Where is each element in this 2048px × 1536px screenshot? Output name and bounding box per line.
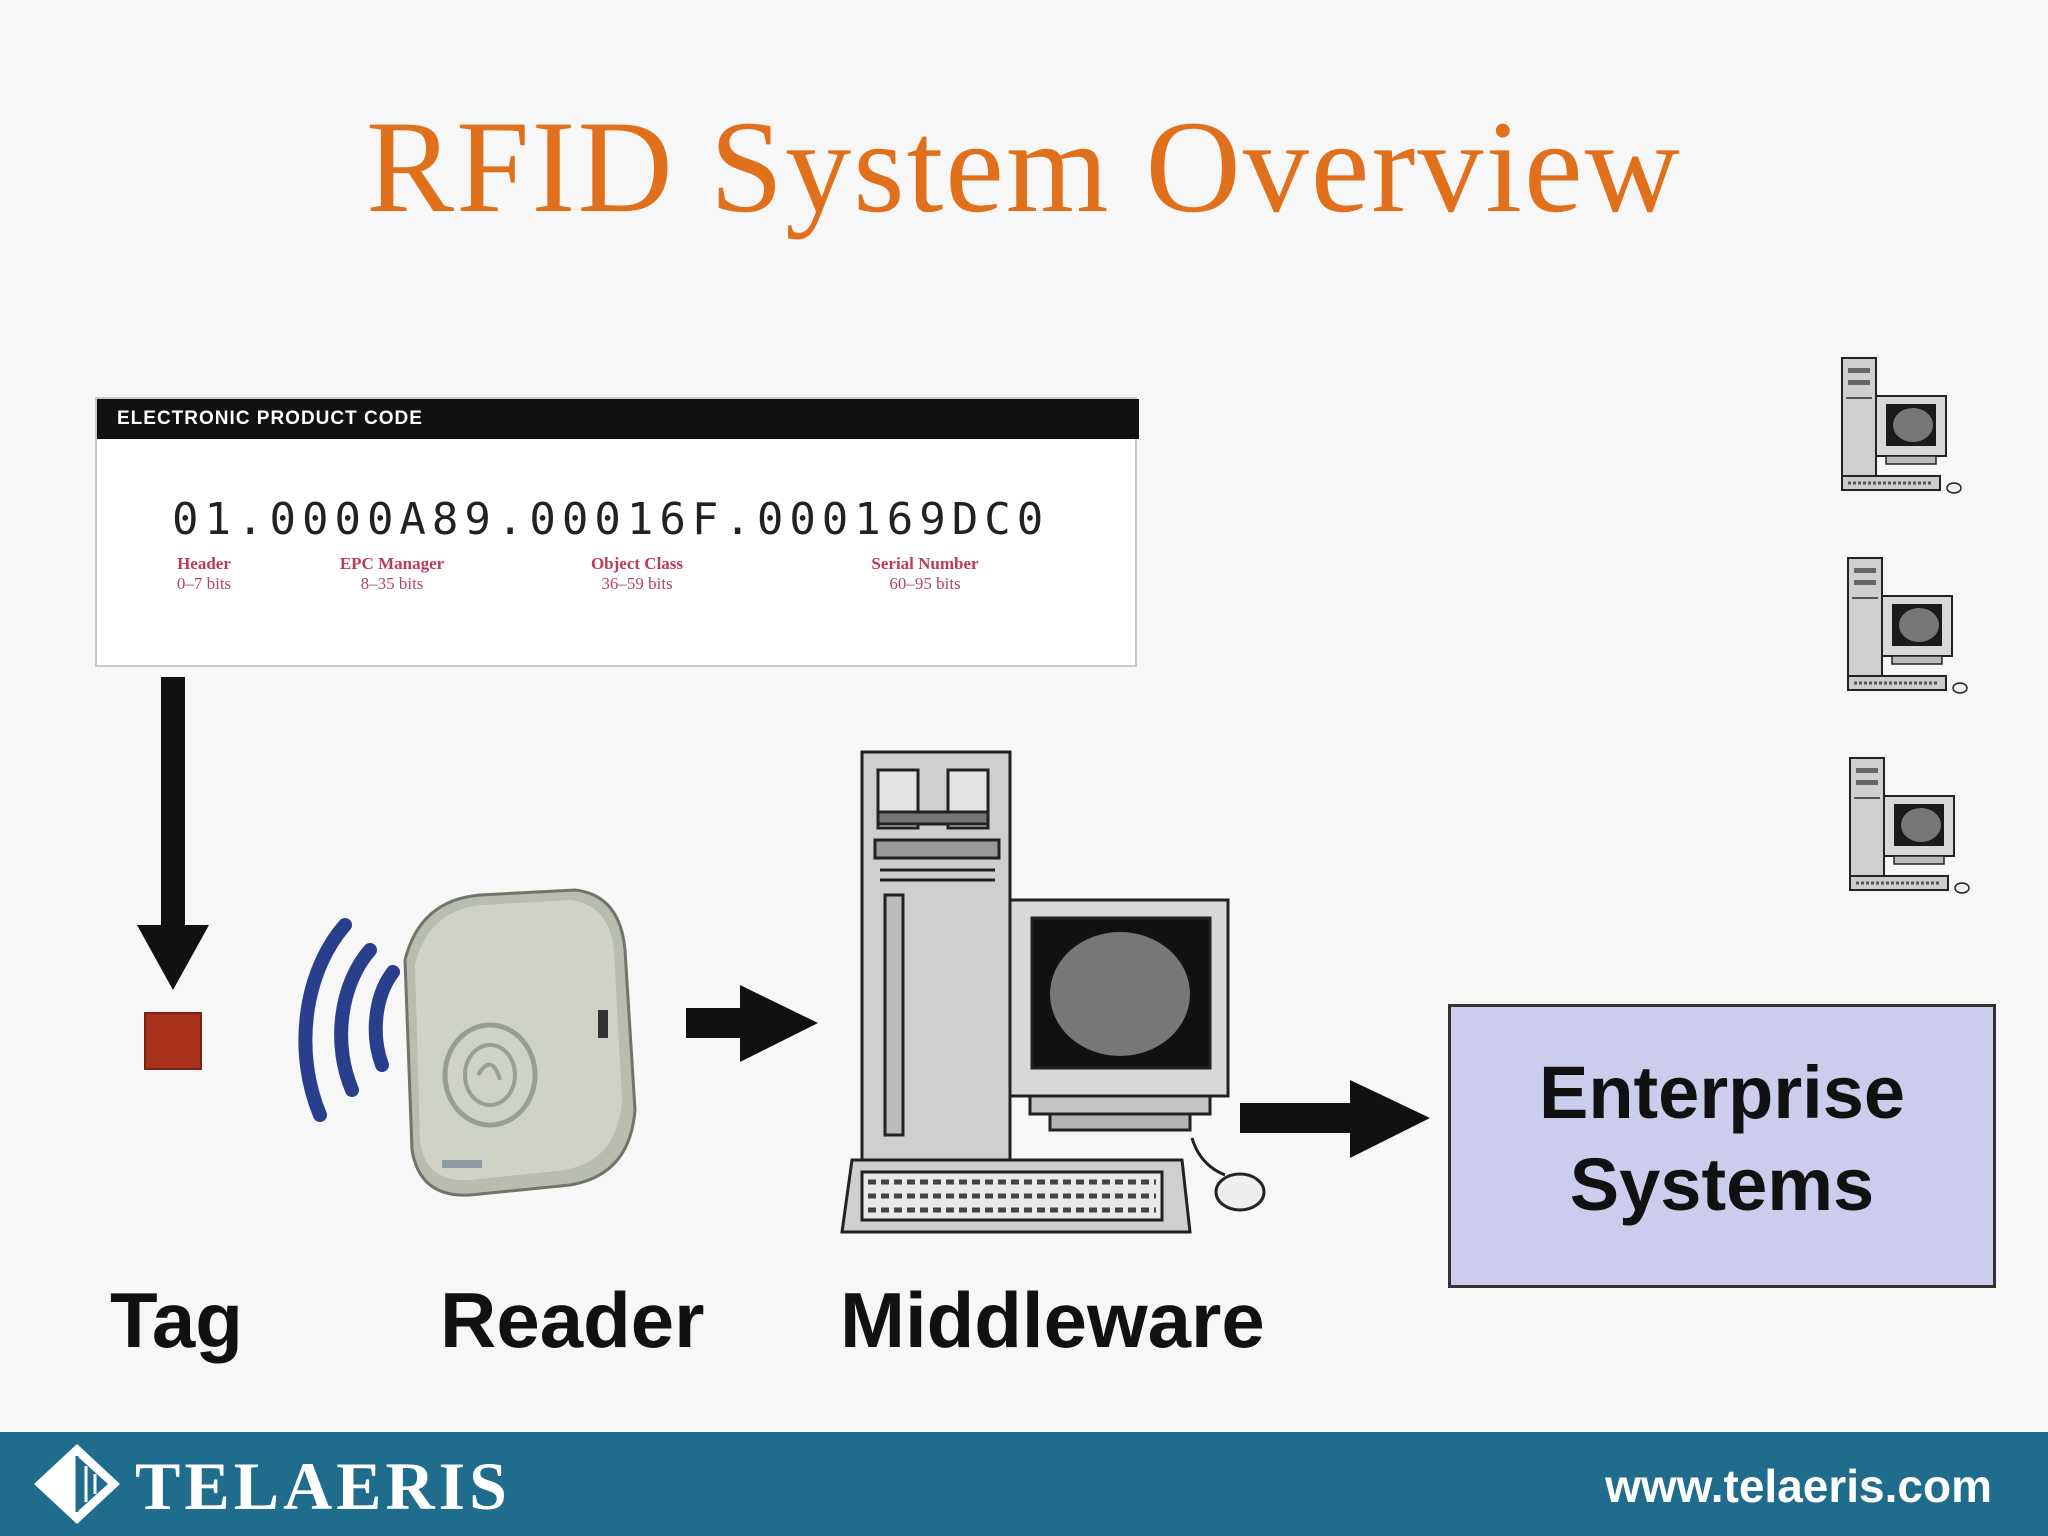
enterprise-line2: Systems [1569,1143,1875,1226]
epc-field-name: Object Class [590,554,684,573]
enterprise-systems-box: Enterprise Systems [1448,1004,1996,1288]
telaeris-logo-icon [34,1444,120,1524]
epc-field-bits: 36–59 bits [601,574,673,593]
arrow-to-enterprise [1240,1080,1430,1158]
epc-field-bits: 60–95 bits [889,574,961,593]
epc-code: 01.0000A89.00016F.000169DC0 [172,494,1050,545]
epc-field-serial: Serial Number 60–95 bits [835,554,1015,594]
tag-chip [144,1012,202,1070]
epc-field-manager: EPC Manager 8–35 bits [302,554,482,594]
epc-field-header: Header 0–7 bits [114,554,294,594]
epc-card: ELECTRONIC PRODUCT CODE 01.0000A89.00016… [95,397,1139,667]
arrow-to-middleware [686,985,818,1062]
down-arrow [137,677,209,990]
server-computer-icon [1848,756,1971,895]
server-computer-icon [1846,556,1969,695]
reader-waves-icon [298,918,400,1122]
epc-field-bits: 0–7 bits [176,574,232,593]
diagram-graphics [137,356,1971,1234]
website-link[interactable]: www.telaeris.com [1605,1460,1992,1512]
enterprise-line1: Enterprise [1538,1051,1906,1134]
enterprise-systems-label: Enterprise Systems [1451,1047,1993,1231]
epc-field-bits: 8–35 bits [360,574,424,593]
epc-field-name: Header [177,554,231,573]
footer-bar [0,1432,2048,1536]
epc-field-name: EPC Manager [339,554,445,573]
server-computer-icon [1840,356,1963,495]
tag-label: Tag [110,1276,243,1364]
epc-field-name: Serial Number [871,554,979,573]
reader-label: Reader [440,1276,705,1364]
brand-name: TELAERIS [135,1448,511,1524]
epc-header: ELECTRONIC PRODUCT CODE [97,399,1139,439]
rfid-reader-icon [403,888,637,1197]
slide-title: RFID System Overview [366,93,1682,240]
epc-field-object-class: Object Class 36–59 bits [547,554,727,594]
middleware-label: Middleware [840,1276,1265,1364]
middleware-computer-icon [840,750,1266,1234]
